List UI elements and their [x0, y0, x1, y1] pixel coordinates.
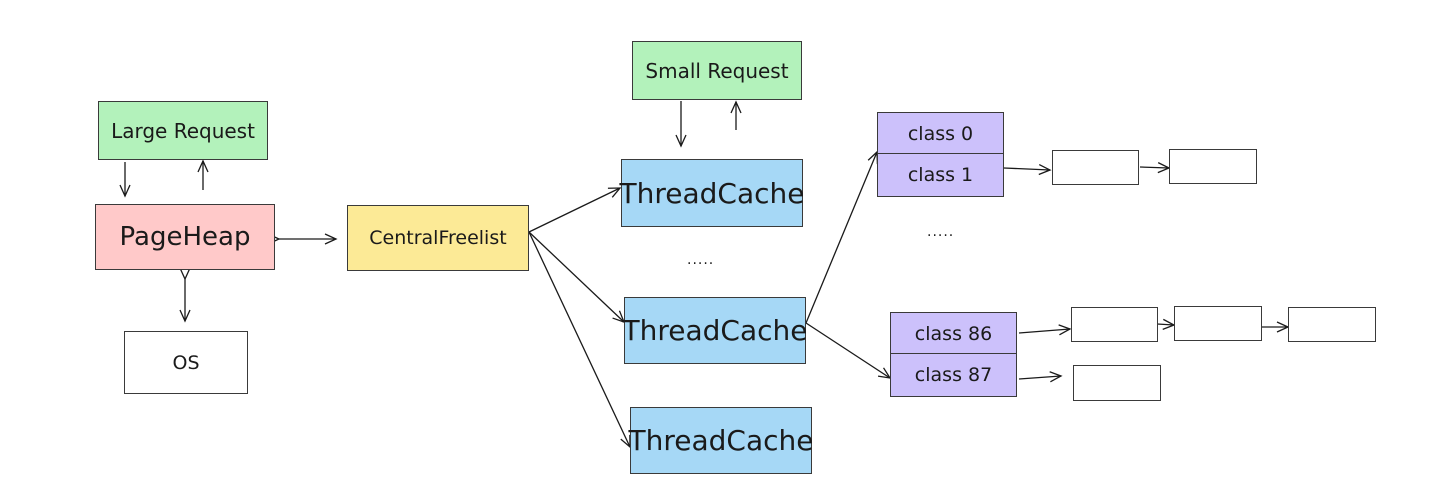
threadcache-to-class-group-2-arrow: [805, 322, 892, 379]
class-1-node-link-arrow: [1139, 162, 1171, 174]
large-request-label: Large Request: [111, 118, 255, 143]
threadcache-to-class-group-1-arrow: [805, 150, 879, 324]
class-1-list-arrow: [1003, 163, 1052, 176]
class-86-box: class 86: [890, 312, 1017, 355]
class-86-label: class 86: [914, 322, 993, 345]
threadcache-box-2: ThreadCache: [622, 297, 808, 364]
centralfreelist-box: CentralFreelist: [347, 205, 529, 271]
class-86-free-node-1: [1071, 307, 1158, 342]
large-request-box: Large Request: [98, 101, 268, 160]
class-1-free-node-1: [1052, 150, 1139, 185]
centralfreelist-label: CentralFreelist: [369, 227, 507, 249]
class-0-label: class 0: [907, 122, 974, 145]
threadcache-box-3: ThreadCache: [628, 407, 814, 474]
centralfreelist-to-threadcache-1-arrow: [528, 187, 622, 233]
small-request-label: Small Request: [645, 58, 789, 83]
threadcache-label-2: ThreadCache: [622, 314, 808, 347]
pageheap-label: PageHeap: [119, 222, 251, 252]
class-86-list-arrow: [1018, 324, 1072, 336]
os-label: OS: [172, 351, 200, 374]
threadcache-ellipsis: .....: [687, 252, 715, 268]
centralfreelist-to-threadcache-2-arrow: [528, 231, 626, 324]
class-0-box: class 0: [877, 112, 1004, 155]
pageheap-box: PageHeap: [95, 204, 275, 270]
class-86-free-node-2: [1174, 306, 1262, 341]
small-request-box: Small Request: [632, 41, 802, 100]
class-1-free-node-2: [1169, 149, 1257, 184]
class-87-box: class 87: [890, 353, 1017, 397]
centralfreelist-to-threadcache-3-arrow: [528, 231, 631, 449]
threadcache-box-1: ThreadCache: [619, 159, 805, 227]
class-86-node-link-1-arrow: [1156, 318, 1176, 330]
threadcache-label-1: ThreadCache: [619, 176, 805, 210]
class-86-free-node-3: [1288, 307, 1376, 342]
class-87-label: class 87: [914, 364, 993, 386]
class-87-list-arrow: [1018, 371, 1063, 383]
size-class-ellipsis: .....: [927, 224, 955, 240]
os-box: OS: [124, 331, 248, 394]
class-1-label: class 1: [907, 164, 974, 186]
class-1-box: class 1: [877, 153, 1004, 197]
threadcache-label-3: ThreadCache: [628, 424, 814, 457]
class-87-free-node-1: [1073, 365, 1161, 401]
